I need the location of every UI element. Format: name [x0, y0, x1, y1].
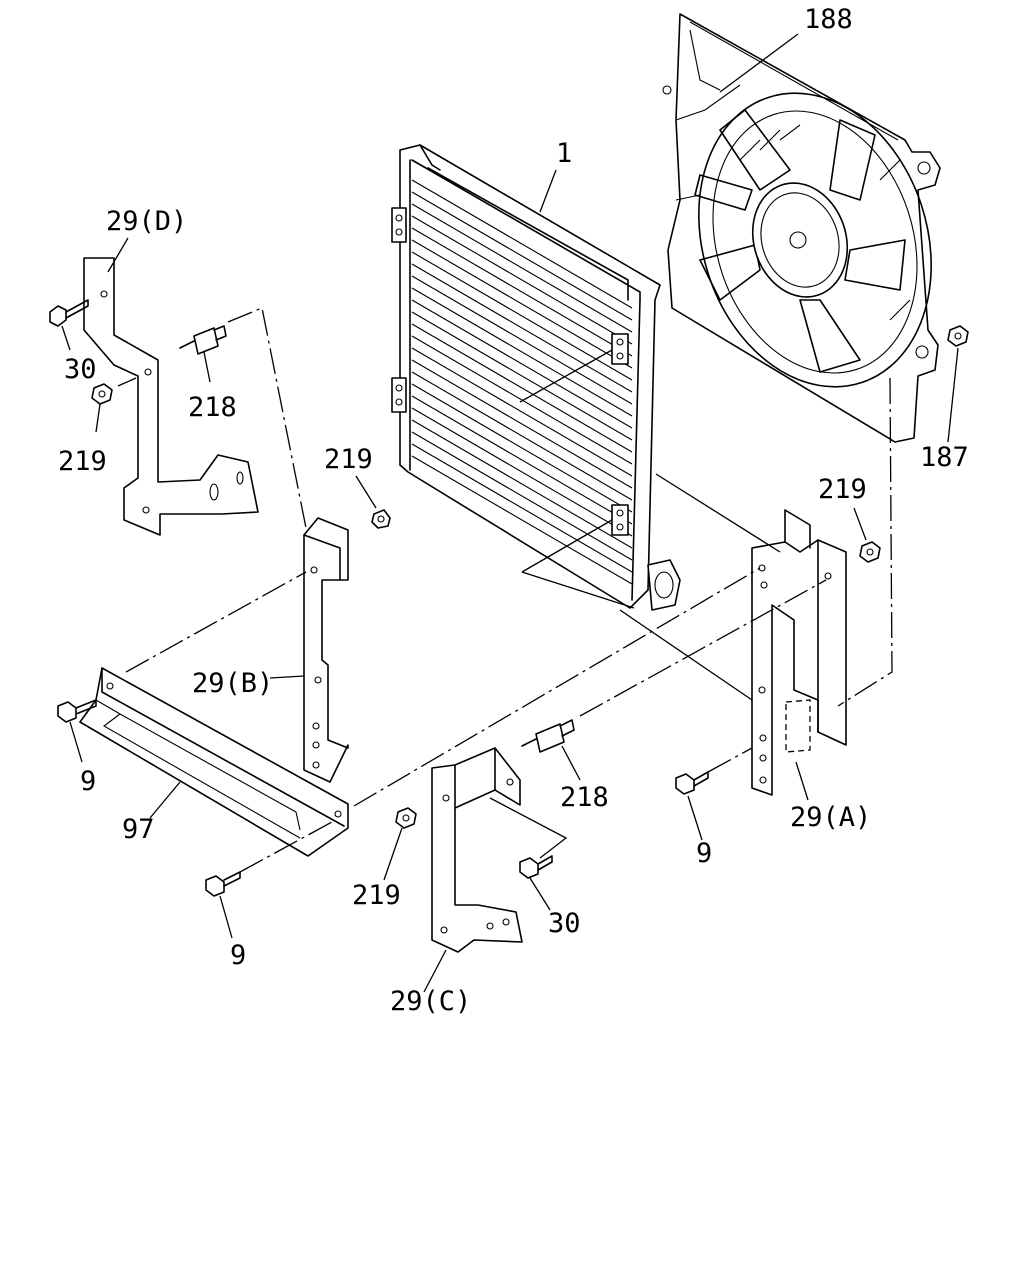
label-219-left: 219 [58, 446, 107, 477]
nut-219-right[interactable] [859, 541, 881, 563]
fan-shroud-assembly[interactable] [662, 13, 968, 443]
nut-219-bottom[interactable] [395, 807, 417, 829]
label-9-left: 9 [80, 766, 96, 797]
bolt-9-bottom[interactable] [205, 871, 241, 897]
label-187: 187 [920, 442, 969, 473]
stud-218-top[interactable] [179, 325, 227, 355]
nut-187[interactable] [947, 325, 969, 347]
label-30-top: 30 [64, 354, 97, 385]
bracket-29b[interactable] [303, 517, 349, 783]
bolt-9-left[interactable] [57, 699, 97, 723]
nut-219-mid[interactable] [371, 509, 391, 529]
label-29a: 29(A) [790, 802, 871, 833]
bracket-29c[interactable] [431, 747, 523, 953]
label-29c: 29(C) [390, 986, 471, 1017]
bolt-30-bottom[interactable] [519, 855, 553, 879]
label-97: 97 [122, 814, 155, 845]
bracket-29d[interactable] [83, 257, 259, 536]
label-30-bottom: 30 [548, 908, 581, 939]
bolt-9-right[interactable] [675, 771, 709, 795]
label-218-top: 218 [188, 392, 237, 423]
label-188: 188 [804, 4, 853, 35]
label-219-mid: 219 [324, 444, 373, 475]
label-1: 1 [556, 138, 572, 169]
label-9-right: 9 [696, 838, 712, 869]
alignment-lines [117, 307, 893, 873]
label-29d: 29(D) [106, 206, 187, 237]
label-219-right: 219 [818, 474, 867, 505]
stud-218-bottom[interactable] [521, 719, 575, 753]
part-labels: 188 1 29(D) 30 218 219 219 187 219 29(B)… [58, 4, 969, 1017]
label-9-bottom: 9 [230, 940, 246, 971]
bracket-29a[interactable] [751, 509, 847, 796]
label-29b: 29(B) [192, 668, 273, 699]
condenser-core[interactable] [391, 144, 681, 611]
label-218-bottom: 218 [560, 782, 609, 813]
bolt-30-top[interactable] [49, 299, 89, 327]
nut-219-left[interactable] [91, 383, 113, 405]
leader-lines [61, 33, 959, 993]
label-219-bottom: 219 [352, 880, 401, 911]
